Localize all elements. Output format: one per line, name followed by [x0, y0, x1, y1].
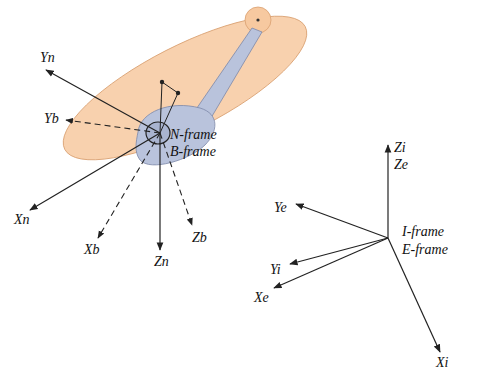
axis-zi: [387, 145, 388, 238]
axis-label: Yi: [270, 262, 281, 278]
rotor-mast: [160, 82, 162, 133]
tail-hub: [256, 18, 259, 21]
axis-label: Yb: [44, 111, 59, 127]
hub-dot: [160, 80, 164, 84]
axis-xe: [274, 238, 388, 288]
axis-xb: [98, 133, 160, 238]
axis-label: Zn: [154, 254, 169, 270]
rotor-link: [162, 82, 178, 93]
axis-label: Ye: [274, 200, 287, 216]
tail-rotor: [245, 7, 271, 33]
axis-label: Ze: [394, 157, 408, 173]
axis-label: N-frame: [170, 127, 217, 143]
axis-yn: [46, 70, 160, 133]
axis-label: Xe: [254, 290, 269, 306]
axis-label: I-frame: [402, 224, 444, 240]
axis-ye: [296, 204, 388, 238]
axis-yb: [66, 120, 160, 133]
rotor-disc: [46, 0, 325, 187]
axis-label: B-frame: [170, 144, 216, 160]
hub-dot: [176, 91, 180, 95]
axis-zn: [159, 133, 160, 250]
axis-label: Zb: [192, 230, 207, 246]
axis-label: Xn: [14, 212, 30, 228]
axis-label: Yn: [40, 50, 55, 66]
axis-label: E-frame: [402, 242, 448, 258]
axis-label: Xb: [84, 242, 100, 258]
axis-label: Xi: [436, 355, 448, 371]
axis-xn: [30, 133, 160, 210]
axis-label: Zi: [394, 140, 406, 156]
